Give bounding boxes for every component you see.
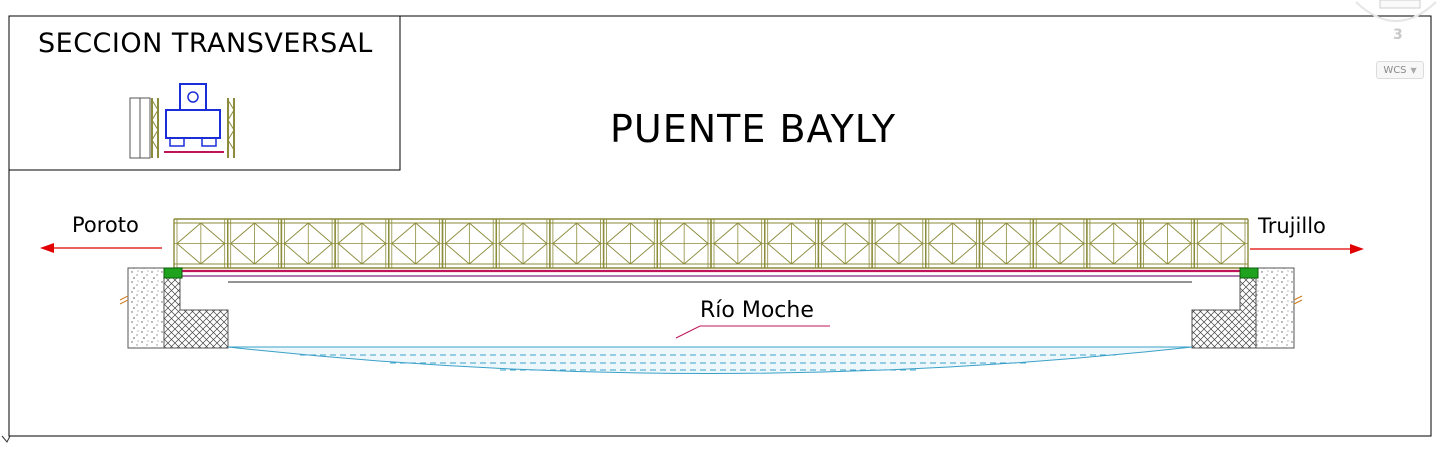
truss-panel — [764, 219, 820, 268]
left-destination-label: Poroto — [72, 213, 139, 237]
truss-panel — [1193, 219, 1249, 268]
wcs-menu-button[interactable]: WCS ▼ — [1376, 61, 1424, 79]
truss-panel — [925, 219, 981, 268]
viewcube-compass-number: 3 — [1393, 27, 1403, 43]
truss-panel — [334, 219, 390, 268]
wcs-label: WCS — [1383, 64, 1407, 76]
truss-panel — [1086, 219, 1142, 268]
truss-panel — [1139, 219, 1196, 268]
river — [227, 346, 1193, 374]
section-label: SECCION TRANSVERSAL — [38, 28, 373, 59]
drawing-title: PUENTE BAYLY — [610, 107, 897, 151]
truss-panel — [978, 219, 1034, 268]
truss-panel — [817, 219, 873, 268]
truss-panel — [871, 219, 927, 268]
right-abutment — [1191, 267, 1303, 349]
river-leader — [675, 325, 830, 339]
truss-panel — [656, 219, 712, 268]
sheet-border — [8, 15, 1432, 437]
ucs-corner-marker — [1, 435, 11, 443]
viewcube-widget[interactable] — [1350, 0, 1442, 95]
truss-panel — [549, 219, 605, 268]
left-abutment — [119, 267, 229, 349]
river-label: Río Moche — [700, 298, 814, 323]
truss-panel — [495, 219, 551, 268]
truss-panel — [388, 219, 444, 268]
right-bearing — [1239, 267, 1259, 279]
truss-panel — [710, 219, 766, 268]
chevron-down-icon: ▼ — [1410, 65, 1417, 75]
truss-panel — [1032, 219, 1088, 268]
truss-panel — [280, 219, 336, 268]
truss-panel — [226, 219, 283, 268]
cross-section-thumbnail — [129, 83, 235, 159]
right-destination-label: Trujillo — [1258, 214, 1326, 238]
left-bearing — [163, 267, 183, 279]
truss-panel — [173, 219, 229, 268]
truss-panel — [441, 219, 497, 268]
title-box — [8, 15, 401, 171]
truss-panel — [602, 219, 658, 268]
arrow-right — [1250, 244, 1364, 254]
bayley-bridge — [163, 218, 1259, 283]
arrow-left — [40, 243, 162, 253]
